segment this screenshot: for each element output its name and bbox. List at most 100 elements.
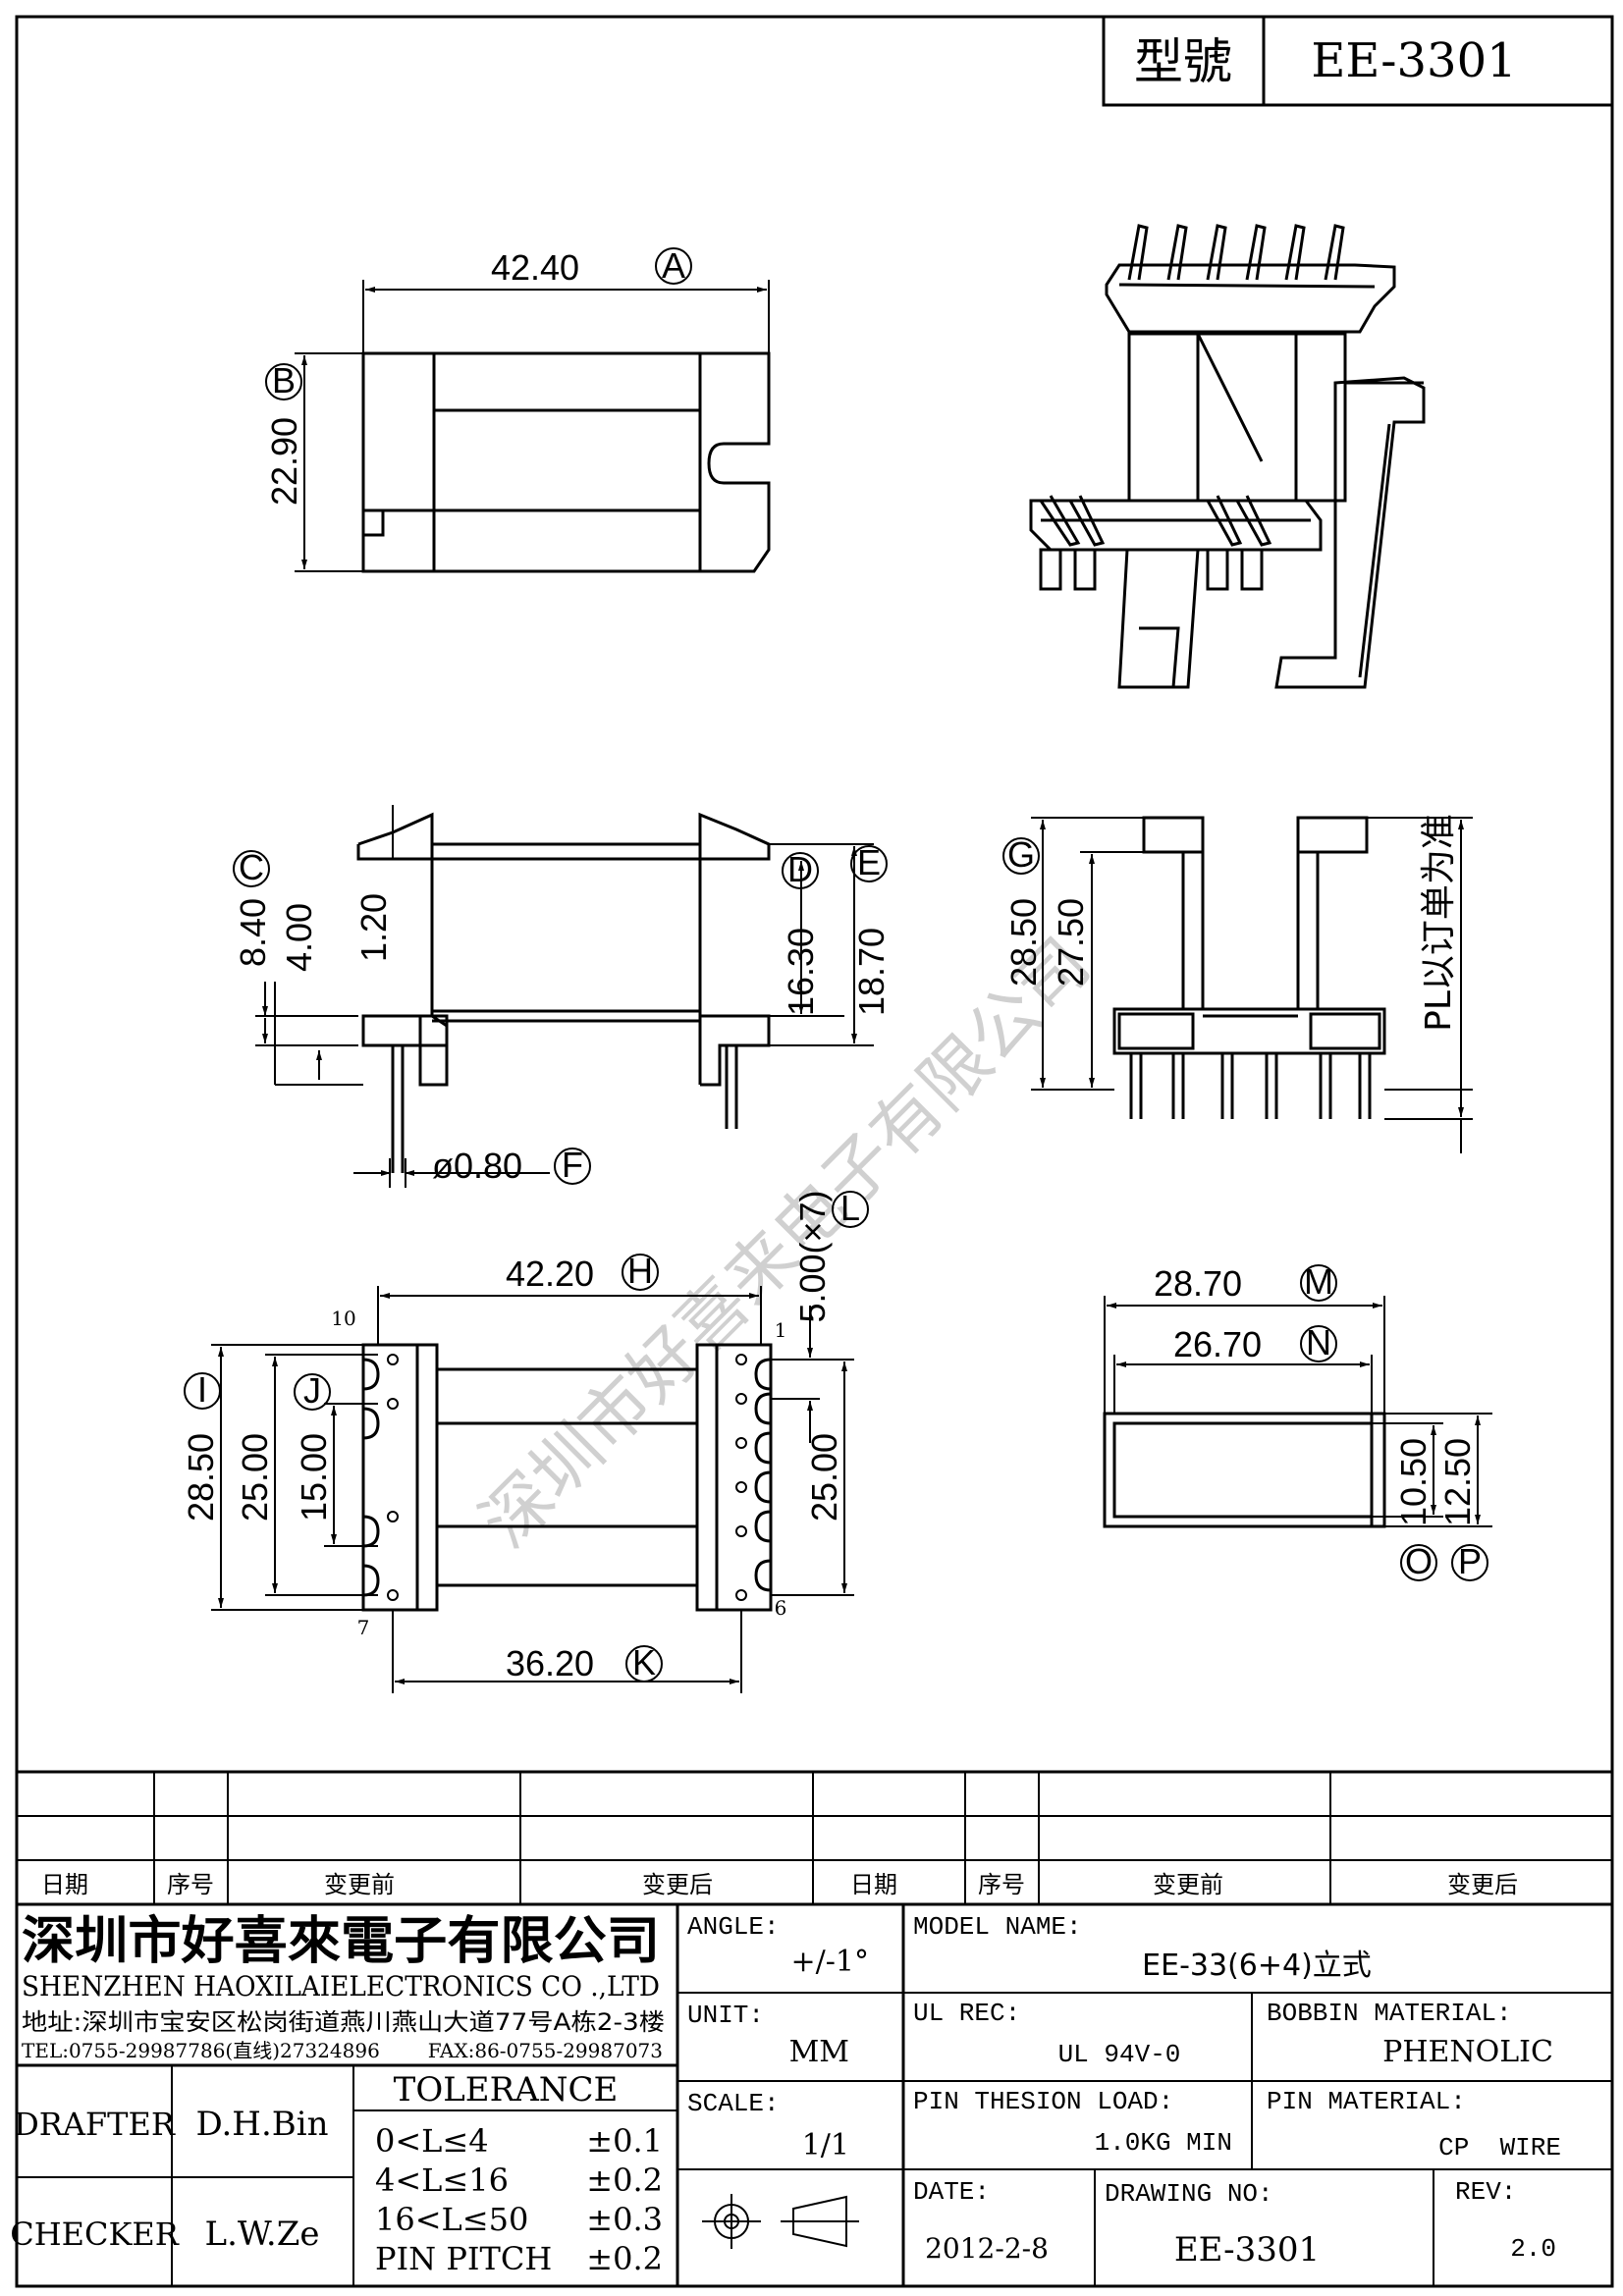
unit-value: MM xyxy=(789,2035,849,2069)
svg-text:O: O xyxy=(1405,1541,1433,1581)
dim-h-label-icon: H xyxy=(622,1251,659,1291)
svg-text:H: H xyxy=(627,1251,653,1291)
svg-text:P: P xyxy=(1458,1541,1482,1581)
core-section-dims xyxy=(1104,1296,1492,1527)
dim-j-label-icon: J xyxy=(294,1370,331,1411)
side-dims xyxy=(1031,817,1473,1153)
svg-text:N: N xyxy=(1306,1322,1331,1362)
svg-text:A: A xyxy=(662,245,685,286)
dim-c-sub2: 1.20 xyxy=(353,893,394,962)
dim-e-label-icon: E xyxy=(850,842,888,882)
dim-l-label-icon: L xyxy=(832,1188,869,1228)
side-view xyxy=(1112,816,1386,1119)
dim-p-value: 12.50 xyxy=(1437,1438,1478,1526)
pl-note: PL以订单为准 xyxy=(1419,814,1459,1032)
dim-l-side-value: 25.00 xyxy=(804,1433,844,1522)
svg-text:M: M xyxy=(1304,1261,1333,1302)
people-block: DRAFTER D.H.Bin CHECKER L.W.Ze xyxy=(10,2105,328,2254)
bobbin-value: PHENOLIC xyxy=(1382,2035,1553,2069)
svg-text:G: G xyxy=(1007,834,1035,875)
dim-a-label-icon: A xyxy=(655,245,692,286)
pin-number-1: 1 xyxy=(775,1318,787,1342)
drafter-label: DRAFTER xyxy=(14,2106,176,2143)
checker-value: L.W.Ze xyxy=(205,2215,320,2254)
fields-block: MODEL NAME: EE-33(6+4)立式 UL REC: UL 94V-… xyxy=(913,1912,1561,2269)
revision-headers: 日期 序号 变更前 变更后 日期 序号 变更前 变更后 xyxy=(41,1871,1518,1898)
tolerance-range-3: 16<L≤50 xyxy=(375,2201,528,2238)
pin-number-7: 7 xyxy=(357,1616,370,1639)
dim-b xyxy=(295,352,363,572)
rev-header-after-1: 变更后 xyxy=(642,1871,713,1898)
dim-k-label-icon: K xyxy=(625,1642,663,1682)
angle-unit-scale-block: ANGLE: +/-1° UNIT: MM SCALE: 1/1 xyxy=(687,1912,869,2163)
dim-j-value: 15.00 xyxy=(294,1433,334,1522)
pin-material-value: CP WIRE xyxy=(1438,2133,1561,2163)
svg-text:C: C xyxy=(239,847,264,887)
company-name-cn: 深圳市好喜來電子有限公司 xyxy=(22,1912,660,1971)
tolerance-range-1: 0<L≤4 xyxy=(375,2122,489,2160)
dim-g-value: 28.50 xyxy=(1003,898,1044,987)
pin-number-6: 6 xyxy=(775,1596,787,1620)
drafter-value: D.H.Bin xyxy=(195,2105,328,2144)
dim-e-value: 18.70 xyxy=(851,928,892,1016)
model-name-label: MODEL NAME: xyxy=(913,1912,1082,1942)
dim-n-label-icon: N xyxy=(1300,1322,1337,1362)
dim-i-label-icon: I xyxy=(184,1369,221,1410)
rev-value: 2.0 xyxy=(1510,2234,1556,2264)
pin-material-label: PIN MATERIAL: xyxy=(1267,2087,1466,2116)
company-fax: FAX:86-0755-29987073 xyxy=(428,2039,663,2062)
checker-label: CHECKER xyxy=(10,2216,180,2253)
top-view xyxy=(361,351,771,573)
svg-text:J: J xyxy=(303,1370,321,1411)
svg-text:I: I xyxy=(197,1369,207,1410)
dim-d-value: 16.30 xyxy=(781,928,821,1016)
dim-i-value: 28.50 xyxy=(181,1433,221,1522)
dim-f-value: ø0.80 xyxy=(432,1146,522,1186)
front-dims xyxy=(255,805,874,1188)
tolerance-value-4: ±0.2 xyxy=(586,2240,663,2277)
svg-text:L: L xyxy=(840,1188,860,1228)
bottom-view xyxy=(361,1343,773,1612)
core-section-view xyxy=(1103,1412,1386,1528)
pin-number-10: 10 xyxy=(331,1307,355,1330)
angle-label: ANGLE: xyxy=(687,1912,780,1942)
bobbin-label: BOBBIN MATERIAL: xyxy=(1267,1999,1512,2028)
rev-header-no-1: 序号 xyxy=(167,1871,214,1898)
svg-text:D: D xyxy=(787,849,813,889)
dim-i-sub: 25.00 xyxy=(235,1433,275,1522)
drawing-no-value: EE-3301 xyxy=(1174,2230,1320,2269)
symbol-block xyxy=(702,2194,859,2249)
rev-label: REV: xyxy=(1455,2177,1516,2207)
dim-n-value: 26.70 xyxy=(1173,1324,1262,1364)
date-value: 2012-2-8 xyxy=(925,2232,1049,2265)
rev-header-before-2: 变更前 xyxy=(1153,1871,1223,1898)
company-address: 地址:深圳市宝安区松岗街道燕川燕山大道77号A栋2-3楼 xyxy=(22,2008,665,2036)
scale-value: 1/1 xyxy=(802,2128,849,2163)
dim-a-value: 42.40 xyxy=(491,247,579,288)
dim-c-sub1: 4.00 xyxy=(279,903,319,972)
dim-l-value: 5.00(×7) xyxy=(792,1190,833,1322)
title-block-grid xyxy=(17,1904,1612,2286)
ul-rec-value: UL 94V-0 xyxy=(1058,2040,1181,2069)
model-label: 型號 xyxy=(1134,33,1232,90)
dim-p-label-icon: P xyxy=(1451,1541,1488,1581)
rev-header-no-2: 序号 xyxy=(978,1871,1025,1898)
svg-text:B: B xyxy=(272,360,296,400)
rev-header-before-1: 变更前 xyxy=(324,1871,395,1898)
company-tel: TEL:0755-29987786(直线)27324896 xyxy=(22,2039,380,2062)
dim-m-value: 28.70 xyxy=(1154,1263,1242,1304)
tolerance-value-2: ±0.2 xyxy=(586,2162,663,2199)
revision-table xyxy=(17,1770,1612,1906)
isometric-view xyxy=(1029,224,1426,689)
tolerance-value-1: ±0.1 xyxy=(586,2122,663,2160)
angle-value: +/-1° xyxy=(791,1945,869,1979)
model-name-value: EE-33(6+4)立式 xyxy=(1142,1949,1372,1983)
rev-header-date-1: 日期 xyxy=(41,1871,88,1898)
unit-label: UNIT: xyxy=(687,2001,764,2030)
front-view xyxy=(356,812,771,1173)
model-value: EE-3301 xyxy=(1311,33,1516,88)
scale-label: SCALE: xyxy=(687,2089,780,2118)
dim-a xyxy=(362,280,770,353)
dim-d-label-icon: D xyxy=(782,849,819,889)
